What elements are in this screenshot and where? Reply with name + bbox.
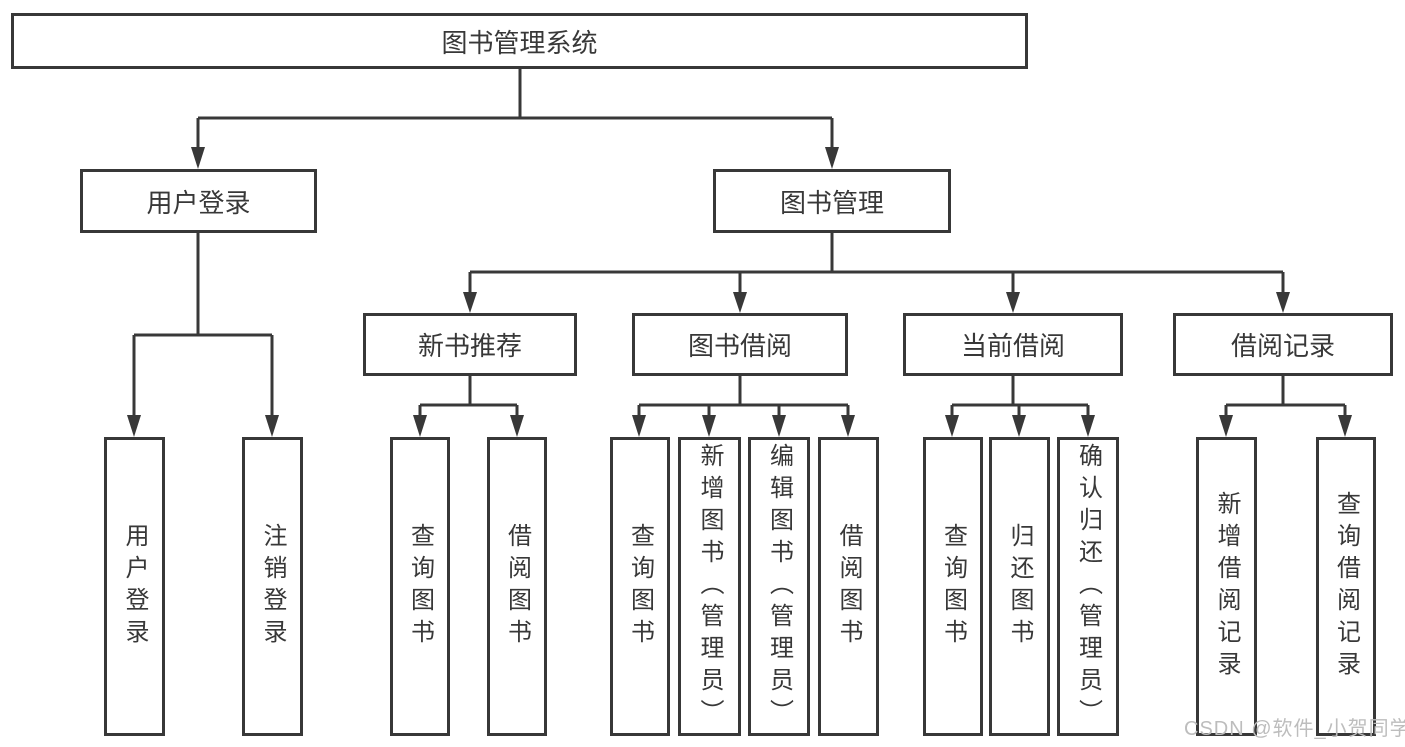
leaf-add-book-admin: 新增图书（管理员）	[678, 437, 741, 736]
leaf-query-books-borrow: 查询图书	[610, 437, 670, 736]
arrowhead	[841, 415, 855, 437]
leaf-add-borrow-record: 新增借阅记录	[1196, 437, 1257, 736]
connector-book-mgmt-to-level2	[463, 233, 1290, 313]
node-new-book-recommend: 新书推荐	[363, 313, 577, 376]
leaf-user-login: 用户登录	[104, 437, 165, 736]
arrowhead	[1081, 415, 1095, 437]
connector-new-books-children	[413, 376, 524, 437]
arrowhead	[265, 415, 279, 437]
arrowhead	[1219, 415, 1233, 437]
leaf-borrow-books-recommend: 借阅图书	[487, 437, 547, 736]
arrowhead	[127, 415, 141, 437]
connector-user-login-children	[127, 233, 279, 437]
arrowhead	[1276, 292, 1290, 313]
arrowhead	[733, 292, 747, 313]
arrowhead	[510, 415, 524, 437]
connector-lines	[418, 376, 519, 417]
arrowhead	[413, 415, 427, 437]
arrowhead	[825, 147, 839, 169]
connector-lines	[132, 233, 274, 416]
node-book-borrow: 图书借阅	[632, 313, 848, 376]
leaf-borrow-books: 借阅图书	[818, 437, 879, 736]
leaf-edit-book-admin: 编辑图书（管理员）	[748, 437, 810, 736]
connector-lines	[637, 376, 850, 417]
leaf-query-books-recommend: 查询图书	[390, 437, 450, 736]
leaf-confirm-return-admin: 确认归还（管理员）	[1057, 437, 1119, 736]
connector-root-to-level1	[191, 68, 839, 169]
arrowhead	[945, 415, 959, 437]
arrowhead	[1012, 415, 1026, 437]
node-root-system: 图书管理系统	[11, 13, 1028, 69]
node-current-borrow: 当前借阅	[903, 313, 1123, 376]
connector-current-borrow-children	[945, 376, 1095, 437]
arrowhead	[772, 415, 786, 437]
csdn-watermark: CSDN @软件_小贺同学	[1184, 718, 1405, 740]
connector-lines	[468, 233, 1285, 293]
connector-lines	[196, 68, 834, 148]
arrowhead	[463, 292, 477, 313]
leaf-return-book: 归还图书	[989, 437, 1050, 736]
connector-book-borrow-children	[632, 376, 855, 437]
leaf-logout: 注销登录	[242, 437, 303, 736]
arrowhead	[632, 415, 646, 437]
node-book-management: 图书管理	[713, 169, 951, 233]
leaf-query-borrow-record: 查询借阅记录	[1316, 437, 1376, 736]
arrowhead	[702, 415, 716, 437]
leaf-query-books-current: 查询图书	[923, 437, 983, 736]
connector-lines	[1224, 376, 1347, 417]
connector-borrow-records-children	[1219, 376, 1352, 437]
arrowhead	[191, 147, 205, 169]
connector-lines	[950, 376, 1090, 417]
arrowhead	[1006, 292, 1020, 313]
node-user-login: 用户登录	[80, 169, 317, 233]
node-borrow-records: 借阅记录	[1173, 313, 1393, 376]
arrowhead	[1338, 415, 1352, 437]
